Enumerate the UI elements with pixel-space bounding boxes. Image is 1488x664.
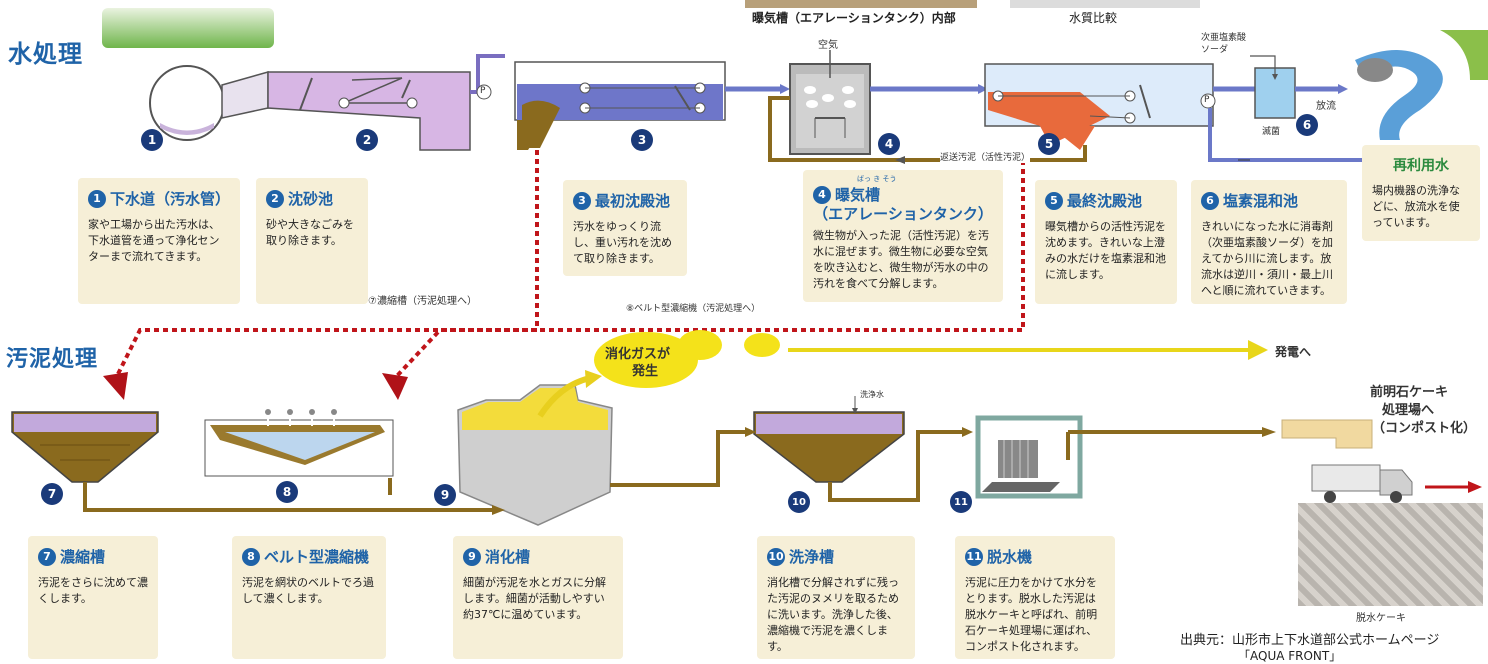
aeration-photo-caption: 曝気槽（エアレーションタンク）内部 <box>752 11 956 25</box>
aeration-photo <box>745 0 977 8</box>
return-sludge-label: 返送汚泥（活性汚泥） <box>940 150 1031 163</box>
pump-label-2: P <box>1204 95 1210 105</box>
chemical-label-1: 次亜塩素酸 <box>1201 33 1247 43</box>
discharge-label: 放流 <box>1316 101 1336 112</box>
water-quality-photo <box>1010 0 1200 8</box>
step-number-5: 5 <box>1038 133 1060 155</box>
card-reuse-body: 場内機器の洗浄などに、放流水を使っています。 <box>1372 184 1460 229</box>
card-grit-body: 砂や大きなごみを取り除きます。 <box>266 218 354 247</box>
step-number-3: 3 <box>631 129 653 151</box>
card-reuse: 再利用水 場内機器の洗浄などに、放流水を使っています。 <box>1362 145 1480 241</box>
truck <box>1311 464 1381 492</box>
to-thickener-label: ⑦濃縮槽（汚泥処理へ） <box>368 296 477 307</box>
card-washing-body: 消化槽で分解されずに残った汚泥のヌメリを取るために洗います。洗浄した後、濃縮機で… <box>767 576 899 653</box>
card-digester-title: 消化槽 <box>485 548 531 566</box>
to-belt-label: ⑧ベルト型濃縮機（汚泥処理へ） <box>626 304 761 314</box>
card-thickener-body: 汚泥をさらに沈めて濃くします。 <box>38 576 148 605</box>
compost-label-3: （コンポスト化） <box>1372 421 1477 436</box>
card-belt-body: 汚泥を網状のベルトでろ過して濃くします。 <box>242 576 374 605</box>
card-digester-body: 細菌が汚泥を水とガスに分解します。細菌が活動しやすい約37℃に温めています。 <box>463 576 606 621</box>
chemical-label-2: ソーダ <box>1201 45 1229 55</box>
step-number-9: 9 <box>434 484 456 506</box>
source-line-2: 「AQUA FRONT」 <box>1238 649 1342 663</box>
digestion-gas-label-2: 発生 <box>632 364 659 379</box>
water-quality-caption: 水質比較 <box>1069 11 1118 25</box>
grit-chamber <box>267 71 471 151</box>
step-number-8: 8 <box>276 481 298 503</box>
card-chlorine-title: 塩素混和池 <box>1223 192 1299 210</box>
card-aeration-title: 曝気槽 <box>835 186 881 204</box>
wash-water-label: 洗浄水 <box>860 390 884 399</box>
pump-1 <box>476 84 492 100</box>
card-grit-title: 沈砂池 <box>288 190 334 208</box>
step-number-7: 7 <box>41 483 63 505</box>
power-label: 発電へ <box>1275 345 1312 359</box>
card-reuse-title: 再利用水 <box>1393 158 1449 174</box>
gas-cloud <box>594 332 698 388</box>
card-belt-title: ベルト型濃縮機 <box>264 548 370 566</box>
card-final-title: 最終沈殿池 <box>1067 192 1143 210</box>
sludge-treatment-title: 汚泥処理 <box>6 347 99 372</box>
card-primary-body: 汚水をゆっくり流し、重い汚れを沈めて取り除きます。 <box>573 220 672 265</box>
step-number-11: 11 <box>950 491 972 513</box>
step-number-1: 1 <box>141 129 163 151</box>
sewer-pipe <box>149 65 225 141</box>
card-dewater-title: 脱水機 <box>987 548 1033 566</box>
river <box>1355 50 1443 140</box>
compost-label-1: 前明石ケーキ <box>1370 385 1449 400</box>
card-sewer-title: 下水道（汚水管） <box>110 190 231 208</box>
card-dewater-body: 汚泥に圧力をかけて水分をとります。脱水した汚泥は脱水ケーキと呼ばれ、前明石ケーキ… <box>965 576 1098 653</box>
source-line-1: 出典元：山形市上下水道部公式ホームページ <box>1180 633 1440 648</box>
card-chlorine-body: きれいになった水に消毒剤（次亜塩素酸ソーダ）を加えてから川に流します。放流水は逆… <box>1201 220 1333 297</box>
sterilize-label: 滅菌 <box>1262 127 1281 137</box>
card-aeration-subtitle: （エアレーションタンク） <box>813 205 993 223</box>
water-treatment-title: 水処理 <box>8 40 83 68</box>
pump-label-1: P <box>480 86 486 96</box>
card-final-body: 曝気槽からの活性汚泥を沈めます。きれいな上澄みの水だけを塩素混和池に流します。 <box>1045 220 1166 281</box>
card-aeration-ruby: ばっ き そう <box>857 175 897 183</box>
city-illustration <box>102 8 274 48</box>
air-label: 空気 <box>818 40 838 51</box>
compost-label-2: 処理場へ <box>1382 403 1435 418</box>
card-aeration-body: 微生物が入った泥（活性汚泥）を汚水に混ぜます。微生物に必要な空気を吹き込むと、微… <box>813 229 989 290</box>
card-thickener-title: 濃縮槽 <box>60 548 106 566</box>
step-number-2: 2 <box>356 129 378 151</box>
step-number-4: 4 <box>878 133 900 155</box>
cake-label: 脱水ケーキ <box>1356 613 1406 624</box>
digestion-gas-label-1: 消化ガスが <box>605 347 671 362</box>
card-sewer-body: 家や工場から出た汚水は、下水道管を通って浄化センターまで流れてきます。 <box>88 218 220 263</box>
cake-photo <box>1298 503 1483 606</box>
step-number-10: 10 <box>788 491 810 513</box>
card-washing-title: 洗浄槽 <box>789 548 835 566</box>
card-primary-title: 最初沈殿池 <box>595 192 671 210</box>
step-number-6: 6 <box>1296 114 1318 136</box>
